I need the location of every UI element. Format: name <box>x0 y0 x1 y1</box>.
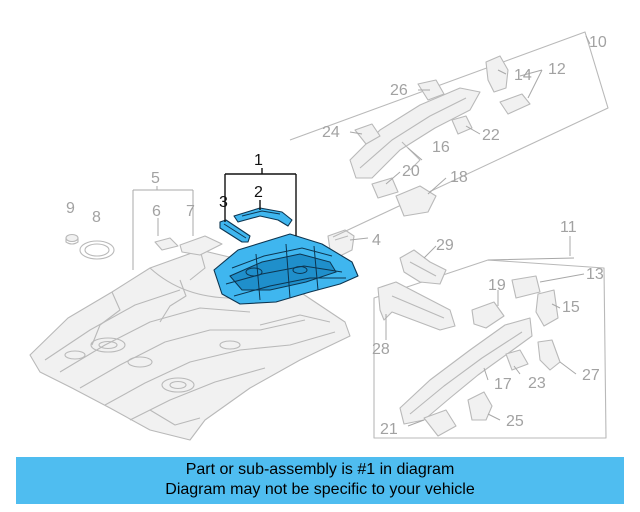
callout-13: 13 <box>586 266 604 283</box>
part-29-bracket <box>399 249 447 285</box>
right-rail-assembly-upper <box>289 31 609 238</box>
part-9-plug <box>65 233 79 245</box>
leader-lines <box>132 35 591 427</box>
callout-9: 9 <box>66 200 75 217</box>
callout-17: 17 <box>494 376 512 393</box>
callout-26: 26 <box>390 82 408 99</box>
callout-27: 27 <box>582 367 600 384</box>
info-banner: Part or sub-assembly is #1 in diagram Di… <box>16 457 624 504</box>
callout-23: 23 <box>528 375 546 392</box>
banner-line-1: Part or sub-assembly is #1 in diagram <box>185 461 455 478</box>
callout-21: 21 <box>380 421 398 438</box>
callout-20: 20 <box>402 163 420 180</box>
callout-14: 14 <box>514 67 532 84</box>
right-rail-assembly-lower <box>373 259 607 439</box>
callout-numbers: 1 2 3 4 5 6 7 8 9 10 11 12 13 14 15 16 1… <box>66 34 607 438</box>
parts-diagram: 1 2 3 4 5 6 7 8 9 10 11 12 13 14 15 16 1… <box>29 31 609 441</box>
callout-24: 24 <box>322 124 340 141</box>
callout-1: 1 <box>254 152 263 169</box>
callout-15: 15 <box>562 299 580 316</box>
callout-2: 2 <box>254 184 263 201</box>
part-2-crossmember[interactable] <box>233 207 293 227</box>
part-1-rear-floor-pan[interactable] <box>213 233 359 305</box>
callout-29: 29 <box>436 237 454 254</box>
callout-12: 12 <box>548 61 566 78</box>
callout-3: 3 <box>219 194 228 211</box>
callout-6: 6 <box>152 203 161 220</box>
callout-19: 19 <box>488 277 506 294</box>
callout-10: 10 <box>589 34 607 51</box>
part-8-grommet <box>79 240 115 260</box>
callout-28: 28 <box>372 341 390 358</box>
part-28-crossmember <box>377 281 456 331</box>
callout-5: 5 <box>151 170 160 187</box>
callout-11: 11 <box>560 219 577 236</box>
callout-16: 16 <box>432 139 450 156</box>
callout-25: 25 <box>506 413 524 430</box>
callout-22: 22 <box>482 127 500 144</box>
callout-7: 7 <box>186 203 195 220</box>
callout-4: 4 <box>372 232 381 249</box>
part-3-reinforcement[interactable] <box>219 219 251 243</box>
callout-8: 8 <box>92 209 101 226</box>
callout-18: 18 <box>450 169 468 186</box>
banner-line-2: Diagram may not be specific to your vehi… <box>165 481 475 498</box>
